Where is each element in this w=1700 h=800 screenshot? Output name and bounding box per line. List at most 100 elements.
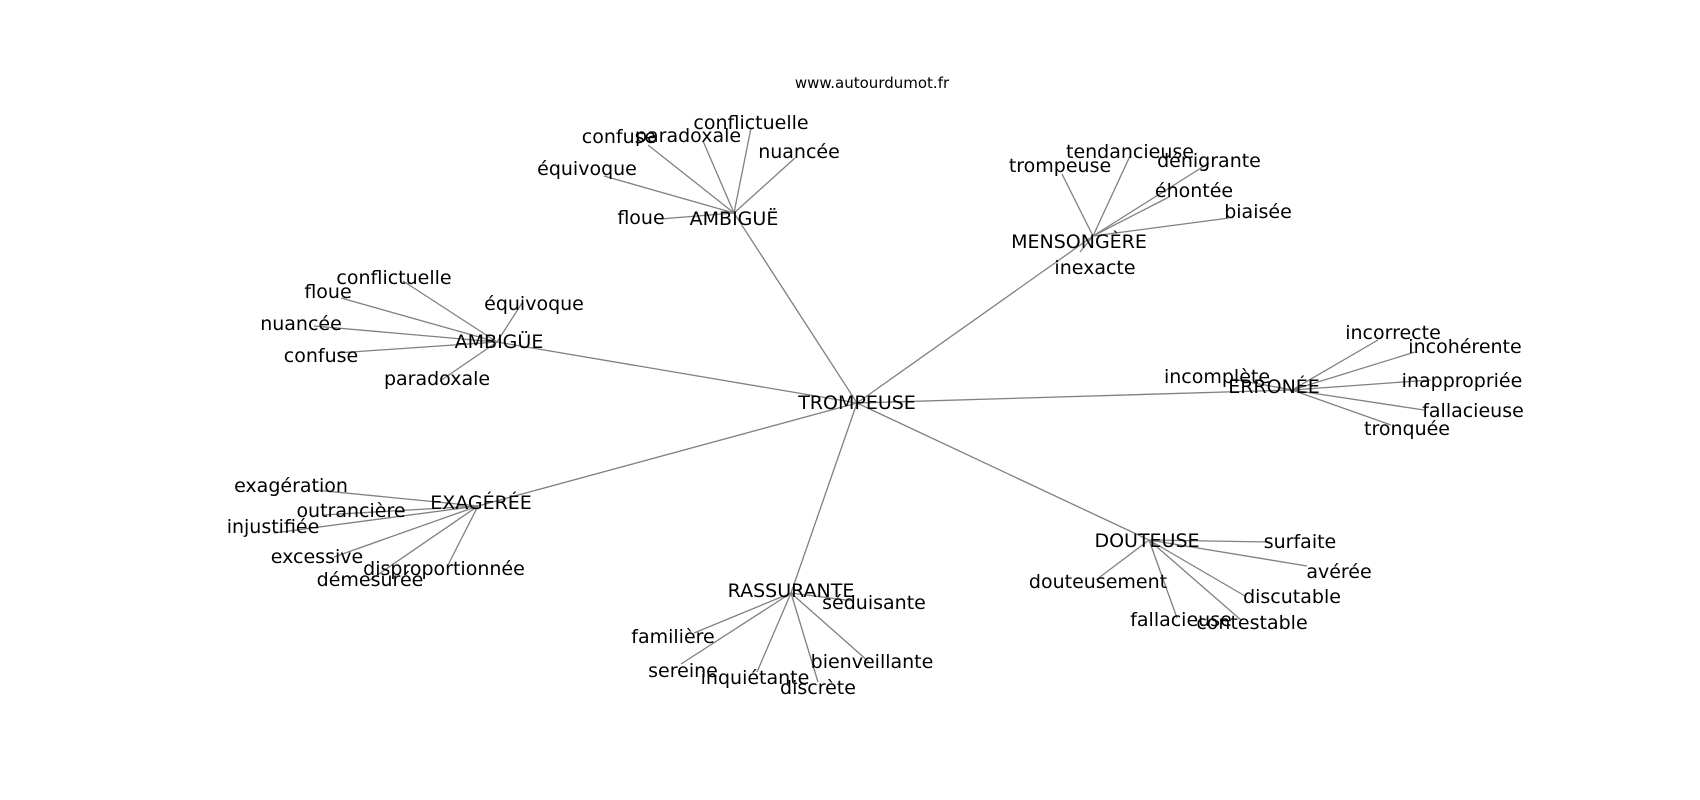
leaf-edge	[1092, 155, 1131, 237]
leaf-word[interactable]: familière	[631, 626, 714, 648]
hub-word[interactable]: RASSURANTE	[728, 580, 855, 602]
center-edge	[733, 212, 858, 404]
leaf-word[interactable]: séduisante	[822, 592, 926, 614]
leaf-word[interactable]: confuse	[582, 126, 656, 148]
leaf-edge	[790, 592, 819, 683]
leaf-word[interactable]: nuancée	[758, 141, 840, 163]
center-edge	[790, 402, 858, 594]
leaf-word[interactable]: sereine	[648, 660, 718, 682]
leaf-word[interactable]: conflictuelle	[693, 112, 808, 134]
leaf-edge	[496, 302, 523, 343]
leaf-edge	[1231, 378, 1293, 391]
leaf-word[interactable]: trompeuse	[1009, 155, 1111, 177]
leaf-edge	[1148, 539, 1271, 543]
leaf-edge	[439, 341, 498, 382]
leaf-edge	[340, 297, 498, 343]
leaf-word[interactable]: douteusement	[1029, 571, 1167, 593]
hub-word[interactable]: AMBIGÜE	[455, 330, 544, 353]
leaf-word[interactable]: outrancière	[296, 500, 405, 522]
leaf-word[interactable]: inquiétante	[701, 667, 810, 689]
leaf-word[interactable]: avérée	[1306, 561, 1371, 583]
hub-word[interactable]: MENSONGÈRE	[1011, 230, 1147, 253]
center-word[interactable]: TROMPEUSE	[797, 392, 916, 414]
leaf-edge	[1291, 339, 1379, 391]
leaf-word[interactable]: excessive	[271, 546, 363, 568]
leaf-word[interactable]: conflictuelle	[336, 267, 451, 289]
leaf-word[interactable]: injustifiée	[227, 516, 320, 538]
leaf-word[interactable]: tronquée	[1364, 418, 1450, 440]
leaf-word[interactable]: biaisée	[1224, 201, 1292, 223]
leaf-word[interactable]: discutable	[1243, 586, 1341, 608]
leaf-edge	[790, 592, 855, 602]
leaf-word[interactable]: démesurée	[317, 569, 424, 591]
center-edge	[477, 402, 858, 507]
center-edge	[856, 235, 1094, 404]
leaf-edge	[333, 505, 479, 558]
leaf-edge	[702, 140, 735, 214]
leaf-edge	[1095, 539, 1150, 581]
leaf-word[interactable]: exagération	[234, 475, 348, 497]
leaf-edge	[314, 489, 479, 507]
leaf-word[interactable]: équivoque	[537, 158, 637, 180]
leaf-edge	[693, 592, 792, 634]
leaf-word[interactable]: fallacieuse	[1130, 609, 1232, 631]
leaf-edge	[1148, 539, 1246, 597]
leaf-edge	[1148, 539, 1308, 567]
leaf-edge	[680, 592, 792, 665]
hub-word[interactable]: EXAGÉRÉE	[430, 491, 532, 514]
leaf-edge	[1291, 351, 1416, 391]
leaf-word[interactable]: incomplète	[1164, 366, 1270, 388]
leaf-word[interactable]: fallacieuse	[1422, 400, 1524, 422]
leaf-word[interactable]: surfaite	[1264, 531, 1337, 553]
leaf-word[interactable]: incohérente	[1408, 336, 1521, 358]
leaf-word[interactable]: floue	[617, 207, 664, 229]
leaf-word[interactable]: éhontée	[1155, 180, 1233, 202]
leaf-word[interactable]: équivoque	[484, 293, 584, 315]
leaf-edge	[1148, 539, 1242, 621]
leaf-edge	[1291, 389, 1392, 426]
leaf-edge	[1061, 173, 1094, 237]
leaf-edge	[790, 592, 870, 663]
leaf-edge	[1291, 379, 1432, 391]
leaf-word[interactable]: confuse	[284, 345, 358, 367]
leaf-edge	[1079, 235, 1094, 253]
leaf-edge	[273, 505, 479, 534]
leaf-edge	[322, 505, 479, 516]
leaf-edge	[756, 592, 792, 673]
leaf-edge	[336, 341, 498, 354]
leaf-word[interactable]: dénigrante	[1157, 150, 1261, 172]
leaf-edge	[733, 127, 752, 214]
leaf-edge	[1092, 217, 1230, 237]
hub-word[interactable]: DOUTEUSE	[1094, 530, 1199, 552]
leaf-word[interactable]: incorrecte	[1345, 322, 1441, 344]
leaf-word[interactable]: bienveillante	[811, 651, 934, 673]
leaf-word[interactable]: inexacte	[1054, 257, 1135, 279]
hub-word[interactable]: AMBIGUË	[690, 207, 779, 230]
leaf-word[interactable]: paradoxale	[384, 368, 490, 390]
leaf-edge	[603, 175, 735, 214]
site-label: www.autourdumot.fr	[795, 74, 950, 92]
leaf-edge	[313, 325, 498, 343]
hub-word[interactable]: ERRONÉE	[1228, 375, 1320, 398]
leaf-word[interactable]: discrète	[780, 677, 856, 699]
center-edge	[856, 389, 1293, 404]
leaf-word[interactable]: tendancieuse	[1066, 141, 1194, 163]
center-edge	[496, 341, 858, 404]
leaf-edge	[1291, 389, 1425, 411]
leaf-edge	[1148, 539, 1178, 619]
leaf-word[interactable]: floue	[304, 281, 351, 303]
leaf-edge	[647, 144, 735, 214]
leaf-word[interactable]: paradoxale	[635, 125, 741, 147]
leaf-word[interactable]: contestable	[1196, 612, 1307, 634]
leaf-edge	[447, 505, 479, 566]
leaf-word[interactable]: inappropriée	[1402, 370, 1523, 392]
leaf-word[interactable]: nuancée	[260, 313, 342, 335]
leaf-edge	[1092, 196, 1170, 237]
leaf-word[interactable]: disproportionnée	[363, 558, 525, 580]
leaf-edge	[659, 212, 735, 220]
leaf-edge	[1092, 162, 1210, 237]
leaf-edge	[369, 505, 479, 581]
leaf-edge	[733, 157, 796, 214]
center-edge	[856, 402, 1150, 541]
